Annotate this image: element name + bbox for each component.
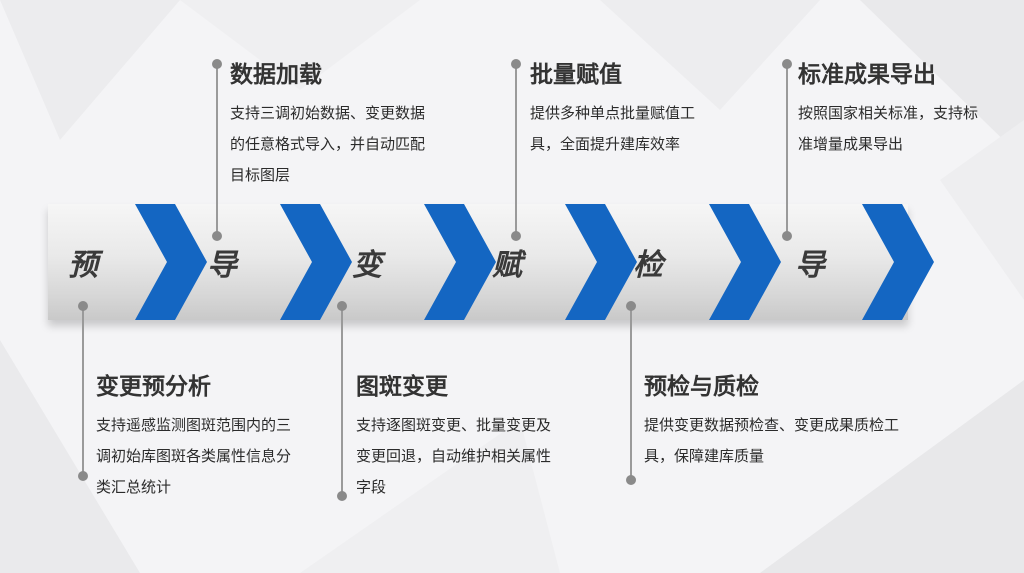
- pin-dot-bottom-2: [337, 301, 347, 311]
- pin-dot-top-3b: [782, 231, 792, 241]
- chevron-group: [135, 204, 934, 320]
- bottom-block-title: 变更预分析: [96, 374, 211, 400]
- top-block-3: 标准成果导出 按照国家相关标准，支持标准增量成果导出: [798, 60, 983, 160]
- chevron-arrow-4: [565, 204, 637, 320]
- bottom-block-title: 图斑变更: [356, 374, 448, 400]
- stage-label-5: 检: [633, 248, 663, 283]
- pin-dot-bottom-3b: [626, 475, 636, 485]
- bottom-block-title: 预检与质检: [644, 374, 759, 400]
- top-block-title: 标准成果导出: [798, 62, 936, 88]
- bottom-block-1: 变更预分析 支持遥感监测图斑范围内的三调初始库图斑各类属性信息分类汇总统计: [96, 372, 296, 503]
- pin-line-top-3: [786, 64, 788, 236]
- bottom-block-3: 预检与质检 提供变更数据预检查、变更成果质检工具，保障建库质量: [644, 372, 919, 472]
- chevron-arrow-3: [424, 204, 496, 320]
- chevron-arrow-6: [862, 204, 934, 320]
- pin-line-bottom-2: [341, 306, 343, 496]
- stage-label-3: 变: [352, 248, 382, 283]
- stage-label-2: 导: [207, 248, 237, 283]
- pin-line-top-2: [515, 64, 517, 236]
- pin-line-bottom-3: [630, 306, 632, 480]
- pin-dot-bottom-1: [78, 301, 88, 311]
- bottom-block-2: 图斑变更 支持逐图斑变更、批量变更及变更回退，自动维护相关属性字段: [356, 372, 556, 503]
- top-block-desc: 按照国家相关标准，支持标准增量成果导出: [798, 104, 979, 153]
- stage-label-1: 预: [68, 248, 98, 283]
- top-block-title: 批量赋值: [530, 62, 622, 88]
- pin-dot-top-1: [212, 59, 222, 69]
- pin-dot-bottom-1b: [78, 471, 88, 481]
- pin-dot-top-1b: [212, 231, 222, 241]
- bottom-block-desc: 支持遥感监测图斑范围内的三调初始库图斑各类属性信息分类汇总统计: [96, 416, 292, 496]
- stage-label-6: 导: [795, 248, 825, 283]
- bottom-block-desc: 支持逐图斑变更、批量变更及变更回退，自动维护相关属性字段: [356, 416, 552, 496]
- top-block-1: 数据加载 支持三调初始数据、变更数据的任意格式导入，并自动匹配目标图层: [230, 60, 430, 191]
- pin-dot-top-2b: [511, 231, 521, 241]
- top-block-desc: 提供多种单点批量赋值工具，全面提升建库效率: [530, 104, 696, 153]
- pin-line-top-1: [216, 64, 218, 236]
- chevron-arrow-2: [280, 204, 352, 320]
- pin-dot-top-2: [511, 59, 521, 69]
- chevron-arrow-5: [709, 204, 781, 320]
- stage-label-4: 赋: [492, 248, 522, 283]
- pin-dot-bottom-3: [626, 301, 636, 311]
- pin-line-bottom-1: [82, 306, 84, 476]
- top-block-2: 批量赋值 提供多种单点批量赋值工具，全面提升建库效率: [530, 60, 715, 160]
- pin-dot-bottom-2b: [337, 491, 347, 501]
- top-block-desc: 支持三调初始数据、变更数据的任意格式导入，并自动匹配目标图层: [230, 104, 426, 184]
- pin-dot-top-3: [782, 59, 792, 69]
- bottom-block-desc: 提供变更数据预检查、变更成果质检工具，保障建库质量: [644, 416, 900, 465]
- top-block-title: 数据加载: [230, 62, 322, 88]
- chevron-arrow-1: [135, 204, 207, 320]
